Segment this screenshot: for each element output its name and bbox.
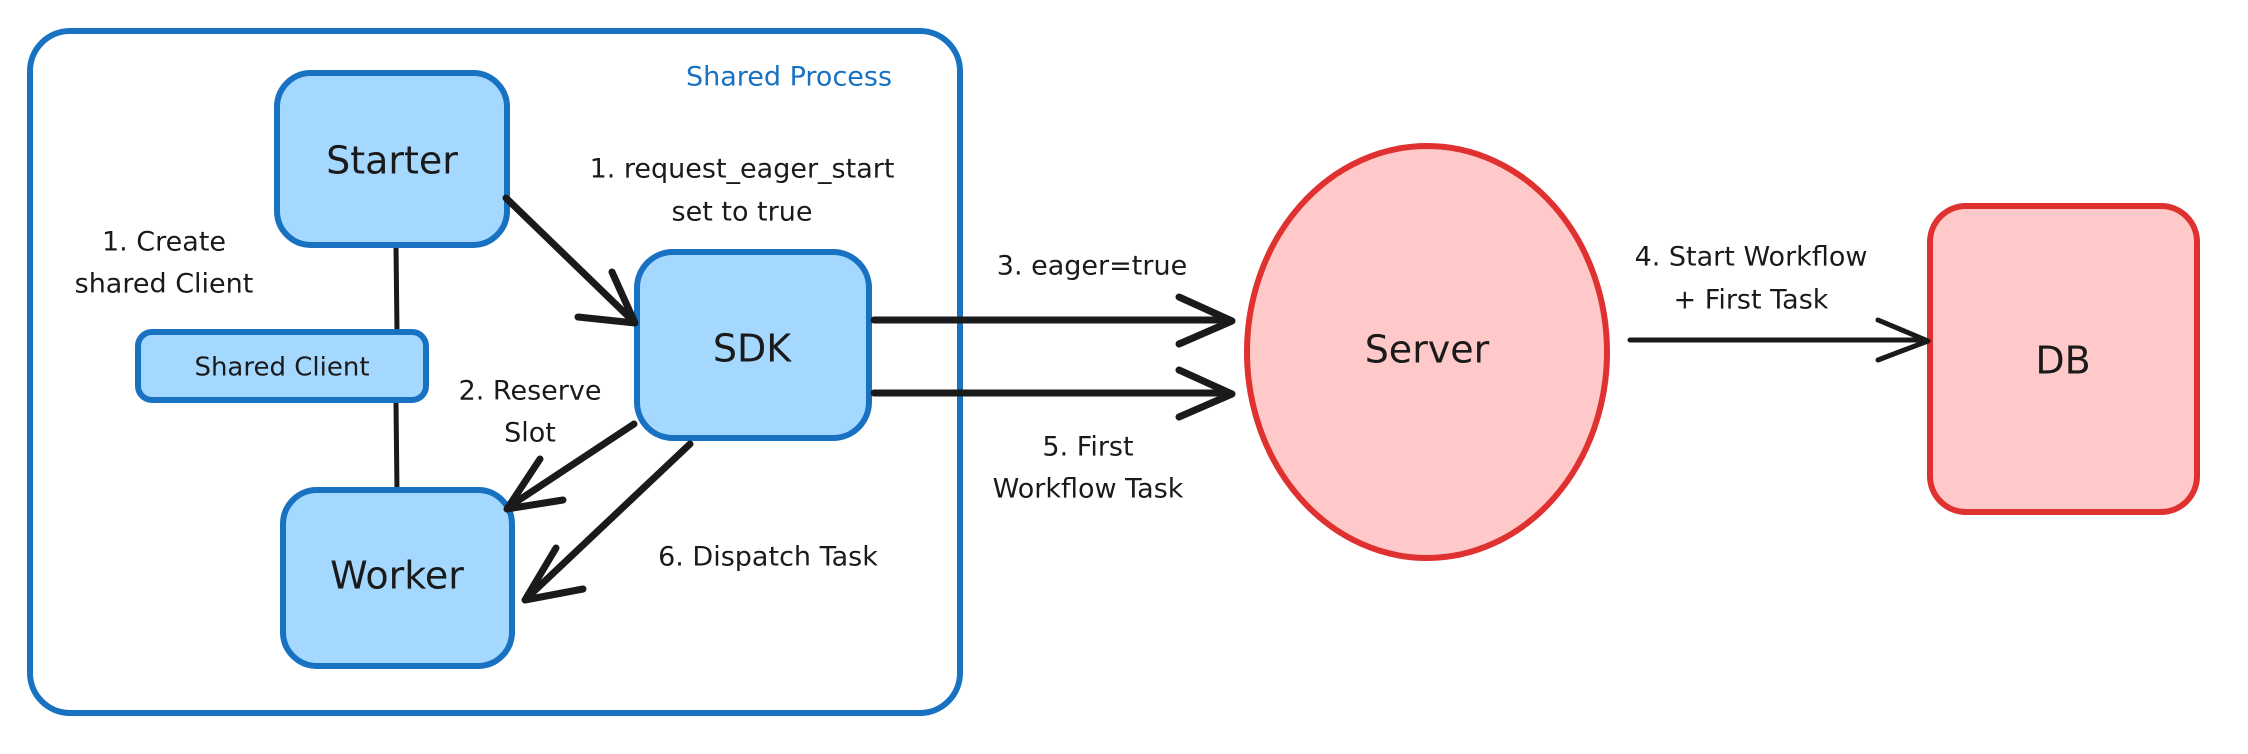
edge-request-eager-start-arrowhead [574,268,639,327]
edge-reserve-slot-arrowhead [503,455,567,513]
node-server-label: Server [1365,328,1490,372]
edge-dispatch-task-arrowhead [521,544,587,604]
edge-eager-true-arrowhead [1175,293,1236,348]
node-worker-label: Worker [330,554,464,598]
edge-label-create-shared-client-line2: shared Client [75,269,254,300]
edge-reserve-slot-line [506,420,638,510]
edge-label-reserve-slot-line2: Slot [504,418,556,449]
shared-client-worker-connector [393,400,400,495]
node-sdk[interactable] [634,249,872,441]
node-db[interactable] [1927,203,2200,515]
node-starter-label: Starter [326,139,458,183]
node-worker[interactable] [280,487,515,669]
shared-process-container [27,28,963,716]
edge-label-reserve-slot-line1: 2. Reserve [459,376,602,407]
edge-request-eager-start-line [502,194,636,324]
edge-label-first-workflow-task-line2: Workflow Task [993,474,1184,505]
edge-label-dispatch-task: 6. Dispatch Task [658,542,878,573]
edge-label-eager-true: 3. eager=true [997,251,1187,282]
node-starter[interactable] [274,70,510,248]
edge-label-create-shared-client-line1: 1. Create [102,227,226,258]
edge-start-workflow-arrowhead [1875,317,1931,363]
edge-label-first-workflow-task-line1: 5. First [1042,432,1133,463]
node-server[interactable] [1244,143,1610,561]
starter-shared-client-connector [393,243,400,335]
edge-label-request-eager-start-line1: 1. request_eager_start [590,154,895,185]
edge-first-workflow-task-arrowhead [1175,366,1236,421]
node-sdk-label: SDK [713,327,792,371]
shared-process-label: Shared Process [686,62,892,93]
node-shared-client-label: Shared Client [194,353,369,383]
edge-label-request-eager-start-line2: set to true [672,197,813,228]
edge-label-start-workflow-line1: 4. Start Workflow [1635,242,1868,273]
node-shared-client[interactable] [135,329,429,403]
edge-label-start-workflow-line2: + First Task [1674,285,1829,316]
node-db-label: DB [2035,339,2090,383]
edge-dispatch-task-line [524,440,694,601]
